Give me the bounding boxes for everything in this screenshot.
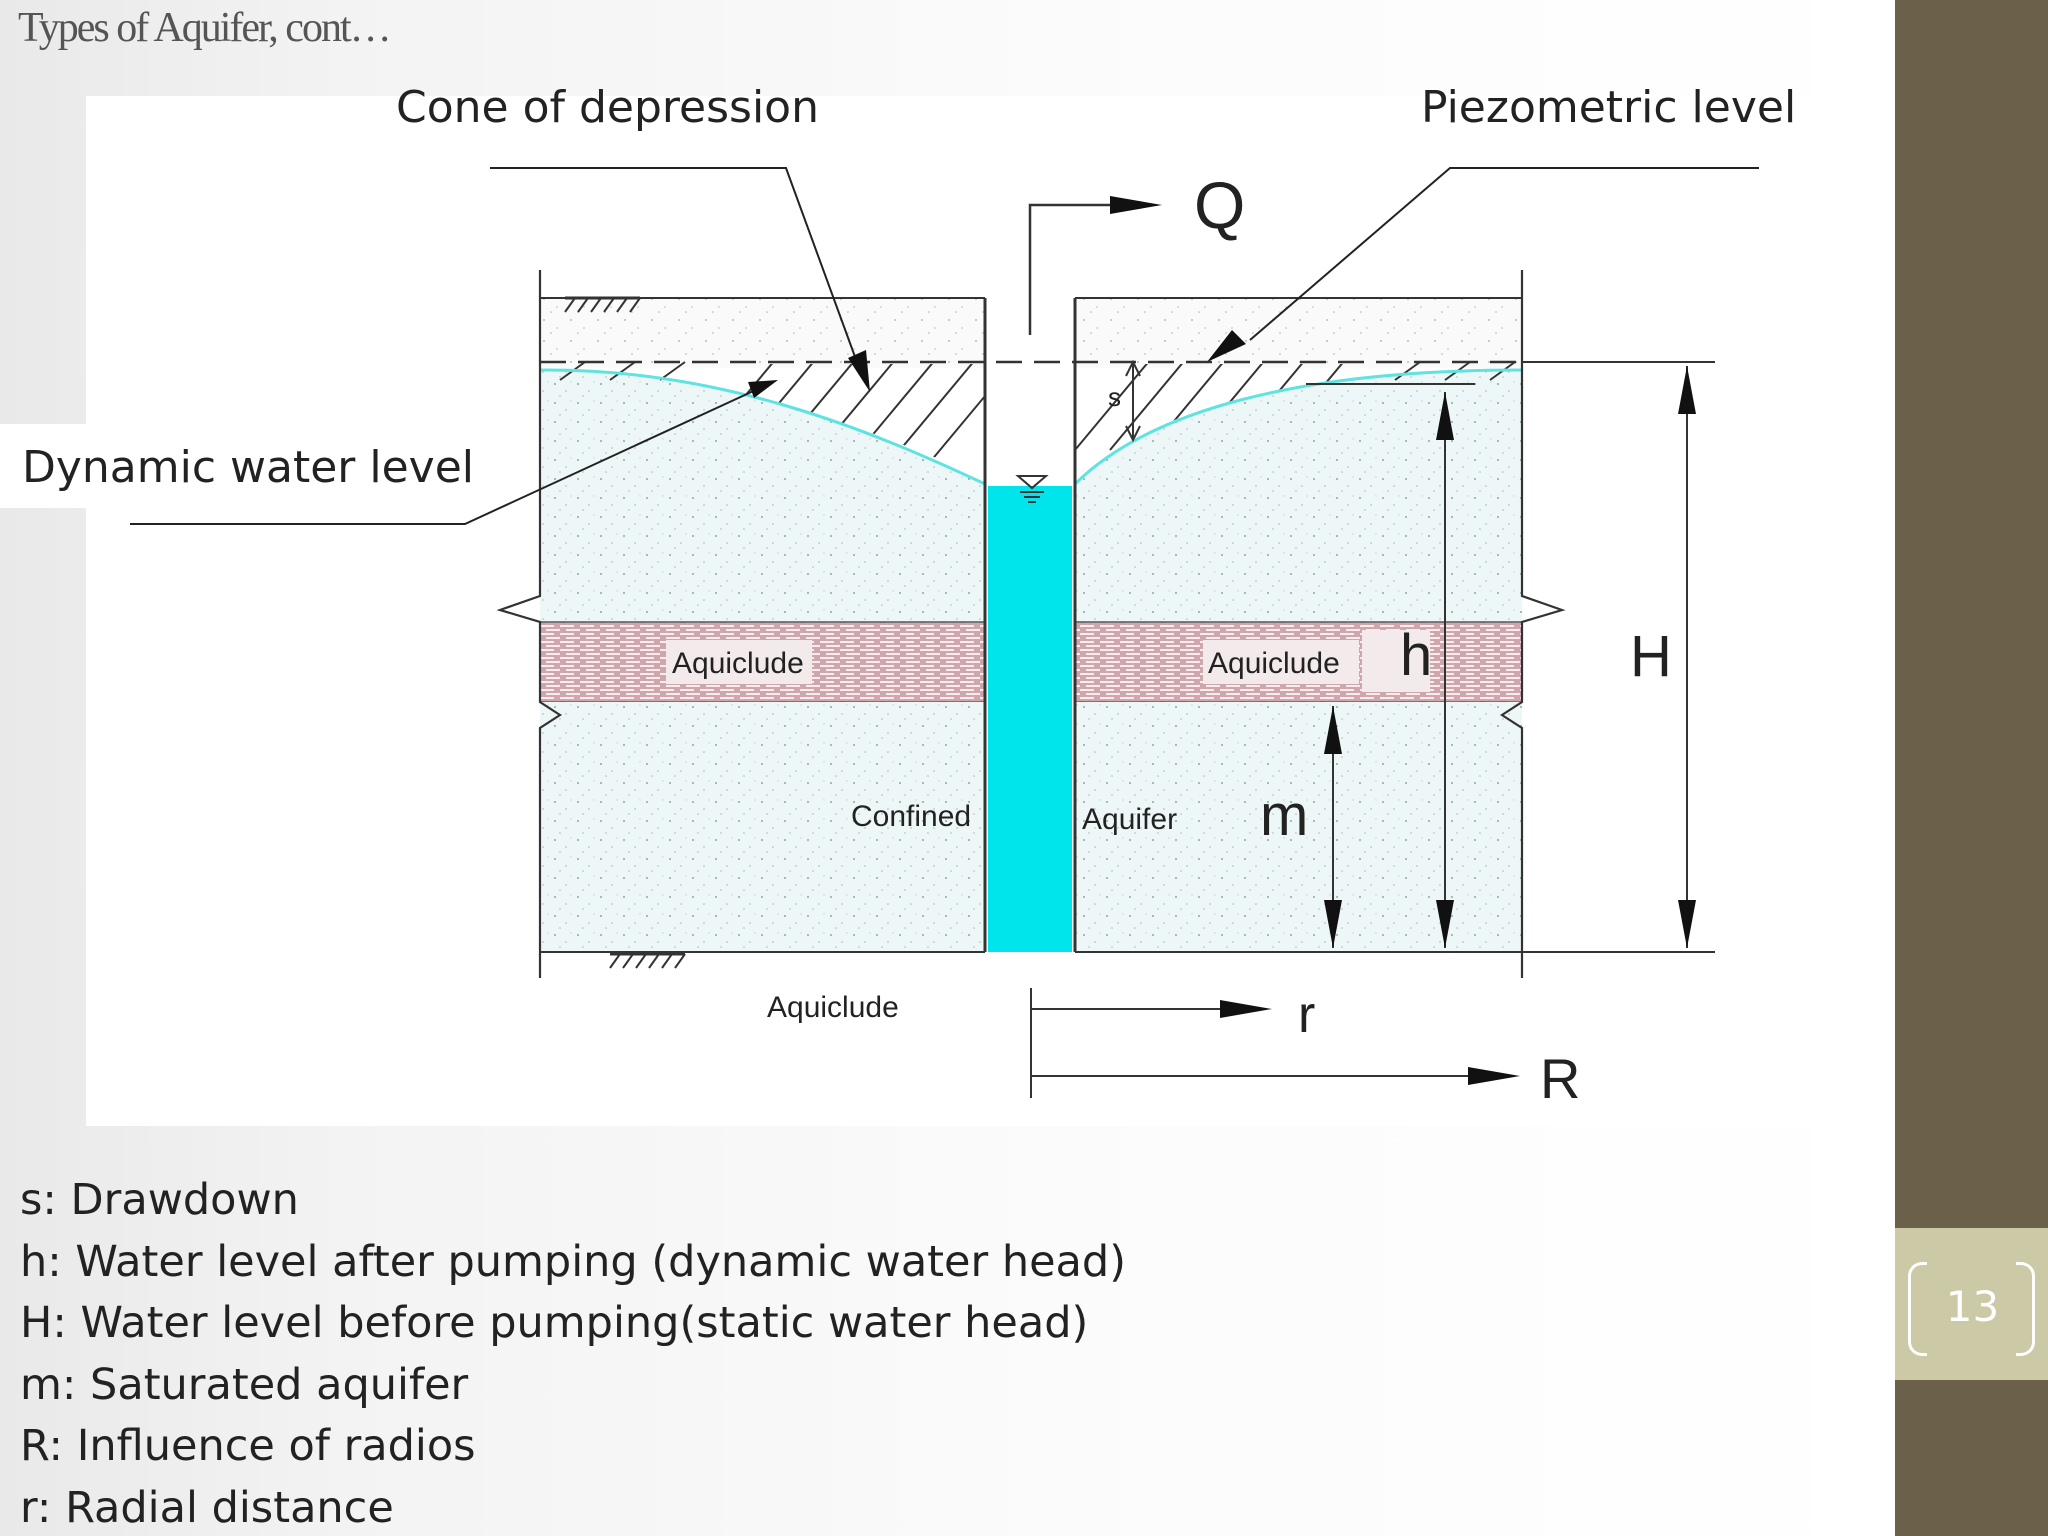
- legend-item-H: H: Water level before pumping(static wat…: [20, 1298, 1089, 1348]
- influence-radius-label: R: [1540, 1047, 1580, 1110]
- soil-layer: [540, 298, 1522, 368]
- influence-radius-arrow: R: [1031, 1047, 1580, 1110]
- upper-aquifer: [540, 369, 1522, 622]
- callout-leaders: [130, 167, 1759, 525]
- dynamic-water-level-label: Dynamic water level: [22, 442, 475, 493]
- page-bracket-right: [2016, 1262, 2035, 1356]
- cone-of-depression-label: Cone of depression: [396, 82, 819, 133]
- legend-item-r: r: Radial distance: [20, 1482, 394, 1533]
- legend-item-h: h: Water level after pumping (dynamic wa…: [20, 1236, 1126, 1287]
- dynamic-water-table: [539, 368, 1523, 486]
- aquiclude-bottom-label: Aquiclude: [767, 991, 899, 1024]
- aquifer-label: Aquifer: [1082, 803, 1177, 836]
- confined-label: Confined: [851, 800, 971, 833]
- dynamic-head-label: h: [1400, 623, 1432, 688]
- radial-distance-arrow: r: [1030, 986, 1315, 1098]
- legend: s: Drawdown h: Water level after pumping…: [20, 1170, 1126, 1536]
- aquiclude-band: [540, 621, 1522, 703]
- static-head-dimension: H: [1630, 366, 1696, 948]
- page-number: 13: [1945, 1282, 2000, 1331]
- aquiclude-right-label: Aquiclude: [1208, 647, 1340, 680]
- dynamic-head-dimension: h: [1306, 383, 1475, 948]
- callout-arrowheads: [748, 330, 1246, 398]
- aquifer-diagram: Q s h H m: [130, 167, 1759, 1110]
- legend-item-m: m: Saturated aquifer: [20, 1359, 469, 1410]
- well: [983, 298, 1077, 952]
- slide: Types of Aquifer, cont…: [0, 0, 1895, 1536]
- diagram-background-left: [0, 424, 110, 508]
- discharge-arrow: Q: [1028, 168, 1245, 335]
- slide-title: Types of Aquifer, cont…: [18, 5, 392, 51]
- aquifer-thickness-dimension: m: [1260, 706, 1342, 948]
- aquifer-thickness-label: m: [1260, 783, 1308, 848]
- static-head-label: H: [1630, 624, 1672, 689]
- legend-item-s: s: Drawdown: [20, 1175, 299, 1225]
- drawdown-label: s: [1108, 382, 1121, 412]
- piezometric-level-label: Piezometric level: [1421, 82, 1797, 133]
- page-bracket-left: [1908, 1262, 1927, 1356]
- drawdown-indicator: s: [1108, 359, 1141, 443]
- legend-item-R: R: Influence of radios: [20, 1421, 476, 1471]
- radial-distance-label: r: [1298, 986, 1315, 1044]
- aquiclude-left-label: Aquiclude: [672, 647, 804, 680]
- flow-label: Q: [1194, 168, 1245, 242]
- break-marks: [496, 270, 1566, 978]
